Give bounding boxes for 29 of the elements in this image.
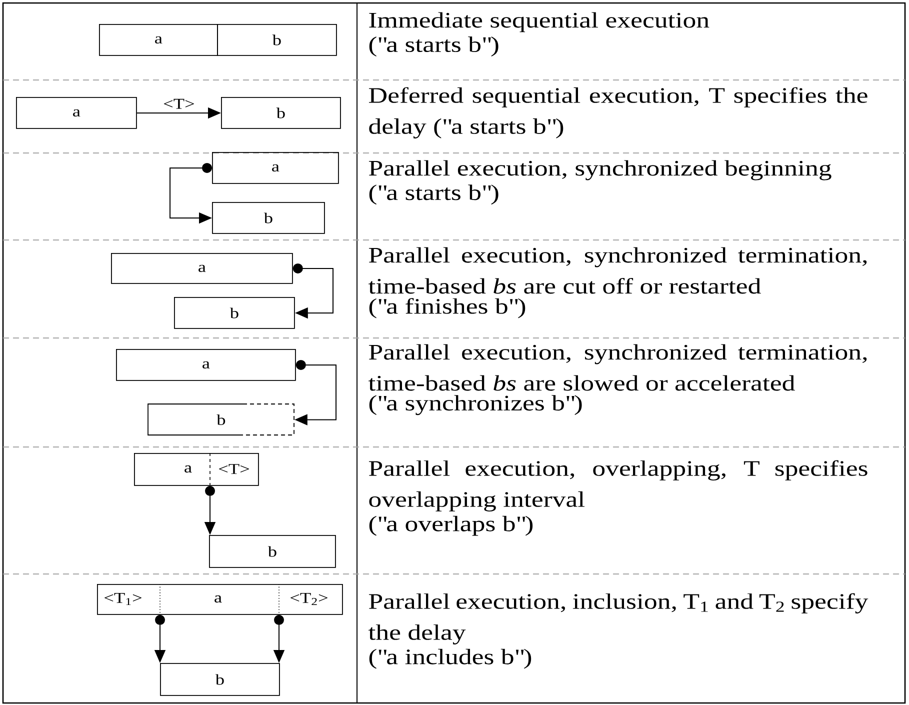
description-text: ("a starts b") [369, 36, 498, 56]
process-box: a [111, 253, 293, 284]
description-text: Parallel execution, inclusion, T$_{1}$ and T$_{2}$ specify the delay [368, 593, 868, 644]
edge-label: <T> [164, 98, 194, 109]
process-box: a <T> [134, 452, 259, 486]
description-text: Immediate sequential execution [369, 12, 710, 32]
description-text: Deferred sequential execution, T specifies the delay ("a starts b") [368, 87, 868, 138]
process-box: b [148, 404, 294, 436]
process-box: b [209, 535, 336, 568]
process-box: b [160, 663, 280, 696]
description-text: Parallel execution, synchronized termination, time-based bs are cut off or restarted [368, 247, 867, 294]
process-box: b [212, 202, 325, 234]
process-box: a [212, 152, 339, 184]
process-box: a [99, 24, 218, 56]
description-text: Parallel execution, overlapping, T specifies overlapping interval [368, 460, 868, 512]
description-text: ("a synchronizes b") [369, 395, 582, 416]
description-text: ("a starts b") [369, 184, 498, 205]
description-text: Parallel execution, synchronized beginning [368, 160, 832, 180]
process-box: b [221, 97, 341, 129]
description-text: ("a includes b") [369, 648, 532, 669]
description-text: ("a finishes b") [369, 298, 526, 318]
process-box: b [174, 297, 295, 329]
process-box: a [116, 349, 296, 381]
process-box: b [217, 24, 337, 56]
process-box: a [16, 97, 137, 129]
description-text: ("a overlaps b") [369, 516, 533, 536]
process-box: <T$_{1}$> a <T$_{2}$> [97, 584, 343, 615]
description-text: Parallel execution, synchronized termination, time-based bs are slowed or accelerated [368, 344, 867, 391]
arrow [292, 263, 334, 319]
